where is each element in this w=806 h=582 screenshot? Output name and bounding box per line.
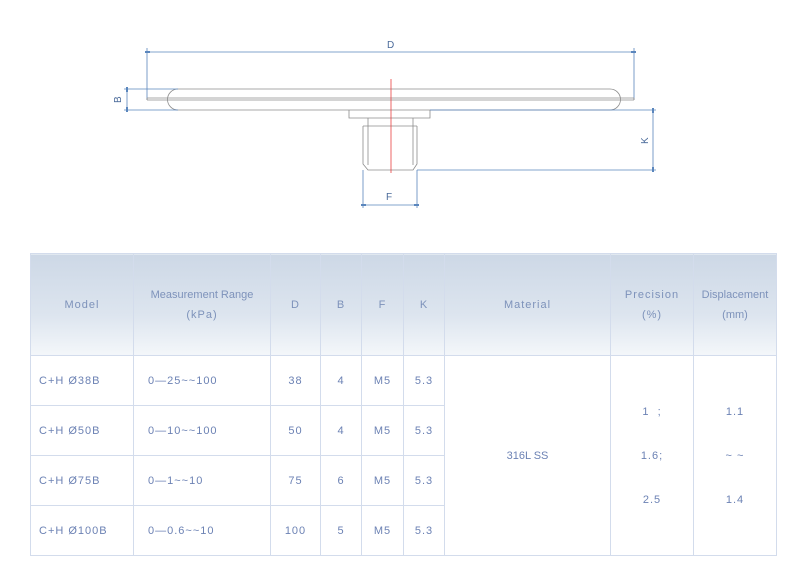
cell-range: 0—1~~10	[133, 455, 271, 506]
table-row: C+H Ø50B 0—10~~100 50 4 M5 5.3	[30, 405, 777, 456]
table-header-row: Model Measurement Range (kPa) D B F K Ma…	[30, 253, 777, 356]
cell-k: 5.3	[403, 455, 445, 506]
cell-model: C+H Ø75B	[30, 455, 134, 506]
header-b: B	[320, 253, 362, 356]
header-f: F	[361, 253, 404, 356]
cell-k: 5.3	[403, 505, 445, 556]
diaphragm-outline	[146, 88, 635, 171]
cell-model: C+H Ø38B	[30, 355, 134, 406]
label-b: B	[113, 96, 124, 103]
header-precision-unit: (%)	[641, 308, 663, 321]
cell-b: 4	[320, 405, 362, 456]
header-precision-label: Precision	[624, 288, 680, 301]
cell-f: M5	[361, 455, 404, 506]
label-f: F	[386, 192, 392, 203]
displacement-value: ~ ~	[725, 449, 745, 462]
cell-f: M5	[361, 355, 404, 406]
cell-d: 75	[270, 455, 321, 506]
dimension-b	[124, 87, 178, 112]
table-row: C+H Ø38B 0—25~~100 38 4 M5 5.3 316L SS 1…	[30, 355, 777, 556]
precision-value: 2.5	[642, 493, 662, 506]
header-d: D	[270, 253, 321, 356]
cell-range: 0—25~~100	[133, 355, 271, 406]
cell-model: C+H Ø100B	[30, 505, 134, 556]
dimension-d	[145, 48, 636, 100]
cell-b: 6	[320, 455, 362, 506]
displacement-value: 1.1	[725, 405, 745, 418]
label-k: K	[640, 137, 651, 144]
label-d: D	[387, 40, 394, 51]
cell-k: 5.3	[403, 355, 445, 406]
cell-f: M5	[361, 405, 404, 456]
precision-value: 1 ;	[642, 405, 662, 418]
header-displacement-label: Displacement	[701, 288, 769, 301]
precision-value: 1.6;	[640, 449, 664, 462]
cell-displacement: 1.1 ~ ~ 1.4	[693, 355, 777, 556]
header-measurement-range: Measurement Range (kPa)	[133, 253, 271, 356]
header-model: Model	[30, 253, 134, 356]
dimension-f	[361, 170, 419, 208]
header-precision: Precision (%)	[610, 253, 694, 356]
dimension-drawing: D B	[0, 0, 806, 230]
specification-table: Model Measurement Range (kPa) D B F K Ma…	[30, 253, 777, 556]
cell-model: C+H Ø50B	[30, 405, 134, 456]
cell-d: 38	[270, 355, 321, 406]
cell-d: 50	[270, 405, 321, 456]
header-displacement: Displacement (mm)	[693, 253, 777, 356]
header-range-unit: (kPa)	[186, 308, 218, 321]
cell-d: 100	[270, 505, 321, 556]
cell-b: 5	[320, 505, 362, 556]
header-material: Material	[444, 253, 611, 356]
header-range-label: Measurement Range	[150, 288, 254, 301]
table-row: C+H Ø100B 0—0.6~~10 100 5 M5 5.3	[30, 505, 777, 556]
displacement-value: 1.4	[725, 493, 745, 506]
header-displacement-unit: (mm)	[722, 308, 748, 321]
cell-range: 0—10~~100	[133, 405, 271, 456]
cell-b: 4	[320, 355, 362, 406]
cell-f: M5	[361, 505, 404, 556]
cell-k: 5.3	[403, 405, 445, 456]
table-row: C+H Ø75B 0—1~~10 75 6 M5 5.3	[30, 455, 777, 506]
header-k: K	[403, 253, 445, 356]
dimension-k	[417, 108, 656, 172]
cell-range: 0—0.6~~10	[133, 505, 271, 556]
cell-precision: 1 ; 1.6; 2.5	[610, 355, 694, 556]
cell-material: 316L SS	[444, 355, 611, 556]
